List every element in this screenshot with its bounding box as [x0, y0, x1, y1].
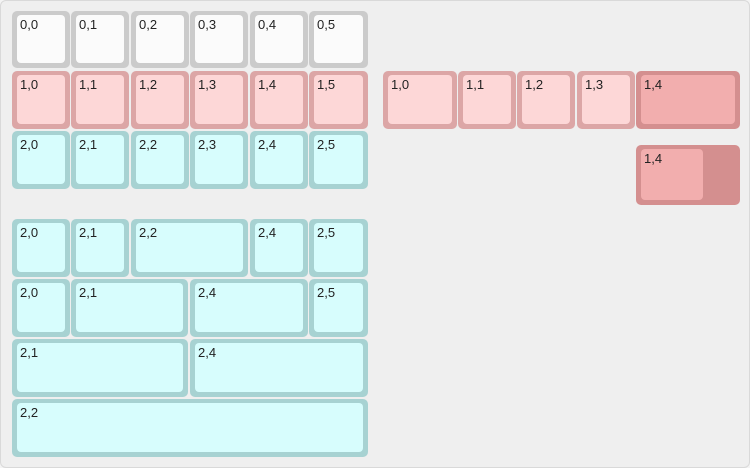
key-label: 0,2: [136, 15, 184, 63]
key-label: 2,0: [17, 135, 65, 184]
key-2-1[interactable]: 2,1: [71, 131, 129, 189]
key-label: 2,1: [76, 223, 124, 272]
variant-b-key-2-0[interactable]: 2,0: [12, 279, 70, 337]
key-label: 1,3: [195, 75, 243, 124]
variant-key-1-0[interactable]: 1,0: [383, 71, 457, 129]
key-label: 2,4: [195, 343, 363, 392]
key-label: 2,0: [17, 223, 65, 272]
variant-b-key-2-5[interactable]: 2,5: [309, 279, 368, 337]
key-label: 2,4: [255, 223, 303, 272]
key-label: 1,4: [641, 75, 735, 124]
variant-a-key-2-5[interactable]: 2,5: [309, 219, 368, 277]
key-1-1[interactable]: 1,1: [71, 71, 129, 129]
variant-key-1-4-alternate[interactable]: 1,4: [636, 145, 740, 205]
key-2-4[interactable]: 2,4: [250, 131, 308, 189]
key-label: 2,1: [76, 283, 183, 332]
key-label: 1,3: [582, 75, 630, 124]
key-0-3[interactable]: 0,3: [190, 11, 248, 68]
variant-key-1-3[interactable]: 1,3: [577, 71, 635, 129]
variant-key-1-2[interactable]: 1,2: [517, 71, 575, 129]
key-label: 2,5: [314, 223, 363, 272]
variant-a-key-2-4[interactable]: 2,4: [250, 219, 308, 277]
key-label: 0,1: [76, 15, 124, 63]
key-0-2[interactable]: 0,2: [131, 11, 189, 68]
variant-a-key-2-0[interactable]: 2,0: [12, 219, 70, 277]
key-label: 1,0: [17, 75, 65, 124]
variant-d-key-2-2[interactable]: 2,2: [12, 399, 368, 457]
variant-b-key-2-1[interactable]: 2,1: [71, 279, 188, 337]
key-0-0[interactable]: 0,0: [12, 11, 70, 68]
key-label: 2,3: [195, 135, 243, 184]
key-2-5[interactable]: 2,5: [309, 131, 368, 189]
key-label: 2,4: [195, 283, 303, 332]
key-label: 2,1: [17, 343, 183, 392]
key-2-0[interactable]: 2,0: [12, 131, 70, 189]
key-label: 2,5: [314, 135, 363, 184]
variant-a-key-2-2[interactable]: 2,2: [131, 219, 248, 277]
key-label: 2,2: [136, 135, 184, 184]
key-1-3[interactable]: 1,3: [190, 71, 248, 129]
variant-key-1-4[interactable]: 1,4: [636, 71, 740, 129]
key-label: 0,4: [255, 15, 303, 63]
key-label: 1,2: [136, 75, 184, 124]
key-0-5[interactable]: 0,5: [309, 11, 368, 68]
variant-c-key-2-4[interactable]: 2,4: [190, 339, 368, 397]
key-2-3[interactable]: 2,3: [190, 131, 248, 189]
key-label: 2,0: [17, 283, 65, 332]
key-label: 2,2: [17, 403, 363, 452]
key-label: 2,4: [255, 135, 303, 184]
key-1-2[interactable]: 1,2: [131, 71, 189, 129]
key-label: 1,4: [641, 149, 703, 200]
key-1-4[interactable]: 1,4: [250, 71, 308, 129]
key-label: 2,1: [76, 135, 124, 184]
key-label: 1,5: [314, 75, 363, 124]
key-0-1[interactable]: 0,1: [71, 11, 129, 68]
key-label: 2,2: [136, 223, 243, 272]
key-label: 0,3: [195, 15, 243, 63]
key-label: 2,5: [314, 283, 363, 332]
key-1-0[interactable]: 1,0: [12, 71, 70, 129]
key-label: 0,5: [314, 15, 363, 63]
variant-c-key-2-1[interactable]: 2,1: [12, 339, 188, 397]
variant-b-key-2-4[interactable]: 2,4: [190, 279, 308, 337]
key-label: 1,0: [388, 75, 452, 124]
key-label: 1,1: [76, 75, 124, 124]
key-label: 1,2: [522, 75, 570, 124]
key-label: 1,4: [255, 75, 303, 124]
variant-key-1-1[interactable]: 1,1: [458, 71, 516, 129]
key-label: 1,1: [463, 75, 511, 124]
variant-a-key-2-1[interactable]: 2,1: [71, 219, 129, 277]
key-1-5[interactable]: 1,5: [309, 71, 368, 129]
key-0-4[interactable]: 0,4: [250, 11, 308, 68]
key-2-2[interactable]: 2,2: [131, 131, 189, 189]
key-label: 0,0: [17, 15, 65, 63]
